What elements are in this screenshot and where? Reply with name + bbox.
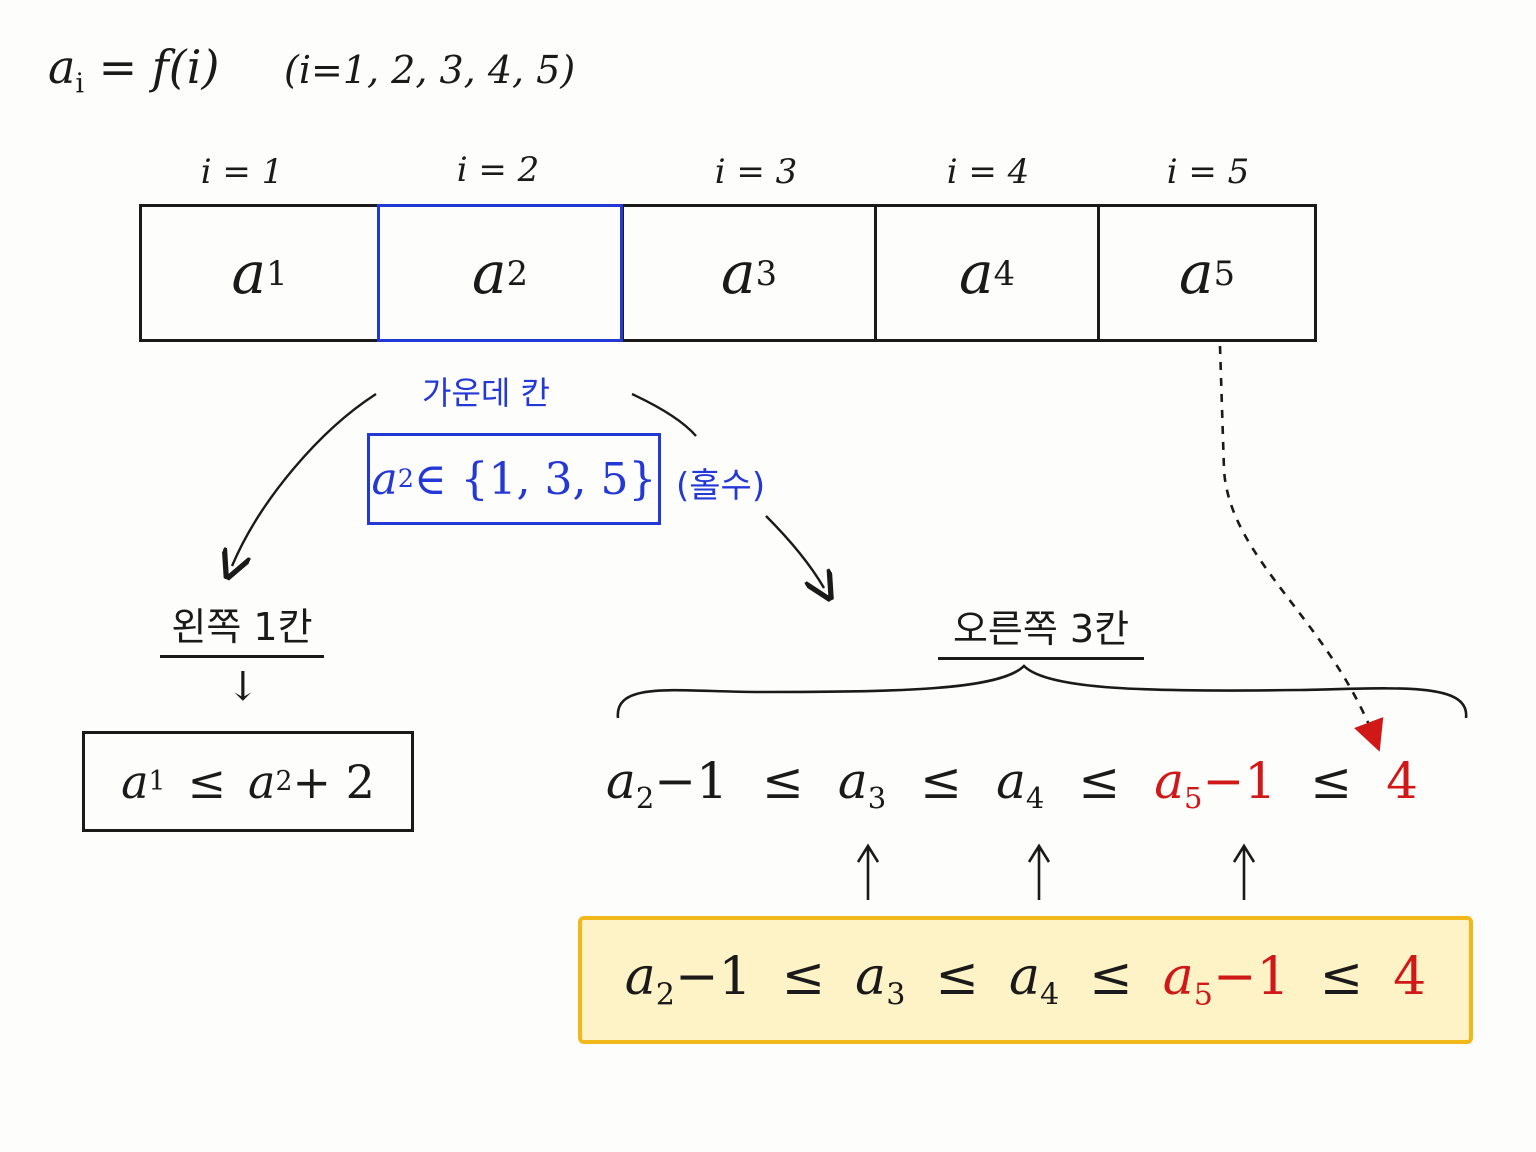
highlight-box: a2−1 ≤ a3 ≤ a4 ≤ a5−1 ≤ 4 [578,916,1473,1044]
left-curve-arrow [232,392,377,566]
index-label-1: i = 1 [200,152,284,192]
right-title: 오른쪽 3칸 [938,598,1144,660]
left-title: 왼쪽 1칸 [160,596,324,658]
chain-bound-4: 4 [1386,752,1418,810]
index-label-2: i = 2 [456,150,540,190]
le-1: ≤ [761,752,804,810]
odd-note: (홀수) [676,466,766,506]
chain-term-a3: a3 [837,752,887,816]
chain-term-a5: a5−1 [1154,752,1277,816]
chain-term-a4: a4 [996,752,1045,816]
highlight-chain: a2−1 ≤ a3 ≤ a4 ≤ a5−1 ≤ 4 [624,947,1427,1013]
le-4: ≤ [1310,752,1353,810]
le-2: ≤ [920,752,963,810]
right-curve-top [631,392,697,437]
index-label-3: i = 3 [714,152,798,192]
formula-range: (i=1, 2, 3, 4, 5) [284,48,576,92]
right-chain: a2−1 ≤ a3 ≤ a4 ≤ a5−1 ≤ 4 [606,752,1418,815]
down-arrow: ↓ [226,664,260,710]
le-3: ≤ [1078,752,1121,810]
middle-label: 가운데 칸 [422,374,550,412]
formula: ai = f(i) (i=1, 2, 3, 4, 5) [48,40,576,100]
index-label-4: i = 4 [946,152,1030,192]
dashed-arrow [1218,345,1384,752]
up-arrow-lines [856,843,1256,900]
right-curve-arrow [765,515,824,588]
chain-term-a2: a2−1 [606,752,728,816]
index-label-5: i = 5 [1166,152,1250,192]
curly-brace [616,664,1468,719]
